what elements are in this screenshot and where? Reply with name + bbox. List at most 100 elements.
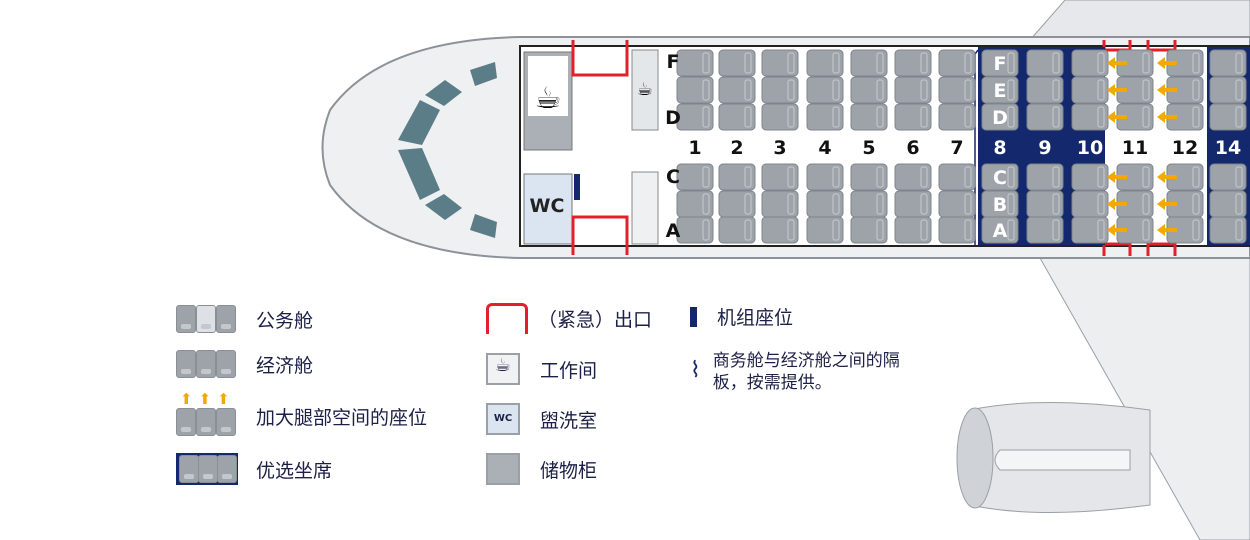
seat[interactable] — [676, 49, 714, 77]
seat[interactable] — [850, 49, 888, 77]
seat[interactable] — [1071, 49, 1109, 77]
row-number: 4 — [818, 137, 831, 159]
extra-legroom-arrow-icon — [1107, 84, 1127, 96]
seat[interactable] — [938, 76, 976, 104]
seat[interactable] — [850, 216, 888, 244]
seat[interactable] — [1026, 190, 1064, 218]
seat-armrest — [702, 193, 710, 215]
seat[interactable] — [1209, 163, 1247, 191]
seat[interactable] — [981, 76, 1019, 104]
seat-armrest — [1235, 219, 1243, 241]
seat[interactable] — [676, 190, 714, 218]
seat[interactable] — [761, 103, 799, 131]
seat[interactable] — [761, 216, 799, 244]
row-number: 8 — [993, 137, 1006, 159]
seat[interactable] — [761, 163, 799, 191]
seat[interactable] — [894, 103, 932, 131]
seat[interactable] — [761, 76, 799, 104]
seat[interactable] — [1071, 103, 1109, 131]
seat[interactable] — [1026, 76, 1064, 104]
seat-armrest — [744, 52, 752, 74]
seat[interactable] — [1026, 49, 1064, 77]
seat[interactable] — [850, 190, 888, 218]
seat[interactable] — [761, 49, 799, 77]
seat[interactable] — [981, 49, 1019, 77]
seat-armrest — [1007, 193, 1015, 215]
seat-armrest — [1097, 79, 1105, 101]
seat[interactable] — [981, 103, 1019, 131]
row-number: 1 — [688, 137, 701, 159]
seat-armrest — [1142, 106, 1150, 128]
seat[interactable] — [1026, 163, 1064, 191]
seat[interactable] — [718, 49, 756, 77]
seat[interactable] — [1209, 103, 1247, 131]
seat[interactable] — [806, 49, 844, 77]
seat-armrest — [1192, 79, 1200, 101]
seat[interactable] — [938, 190, 976, 218]
seat[interactable] — [676, 163, 714, 191]
seat-armrest — [1097, 193, 1105, 215]
seat[interactable] — [894, 163, 932, 191]
coffee-icon: ☕ — [535, 81, 562, 116]
seat[interactable] — [1071, 190, 1109, 218]
seat[interactable] — [718, 163, 756, 191]
seat-armrest — [1052, 193, 1060, 215]
seat-armrest — [787, 52, 795, 74]
seat[interactable] — [894, 76, 932, 104]
seat[interactable] — [1071, 216, 1109, 244]
seat[interactable] — [718, 190, 756, 218]
seat[interactable] — [676, 103, 714, 131]
seat[interactable] — [938, 103, 976, 131]
legend-crew: 机组座位 — [690, 303, 793, 330]
seat-armrest — [1007, 106, 1015, 128]
seat-armrest — [1235, 52, 1243, 74]
seat[interactable] — [718, 216, 756, 244]
seat[interactable] — [1209, 76, 1247, 104]
seat[interactable] — [806, 76, 844, 104]
seat[interactable] — [1026, 216, 1064, 244]
seat[interactable] — [676, 216, 714, 244]
seat-letter: C — [993, 167, 1007, 189]
seat[interactable] — [806, 163, 844, 191]
seat[interactable] — [1071, 76, 1109, 104]
seat[interactable] — [938, 49, 976, 77]
legend-preferred: 优选坐席 — [176, 453, 332, 485]
seat-armrest — [744, 193, 752, 215]
seat[interactable] — [806, 103, 844, 131]
seat[interactable] — [718, 103, 756, 131]
seat[interactable] — [938, 216, 976, 244]
seat-armrest — [920, 193, 928, 215]
legend-storage: 储物柜 — [486, 453, 597, 485]
seat[interactable] — [1026, 103, 1064, 131]
seat[interactable] — [676, 76, 714, 104]
seat[interactable] — [850, 76, 888, 104]
seat[interactable] — [806, 216, 844, 244]
seat-letter: A — [666, 220, 681, 242]
seat[interactable] — [761, 190, 799, 218]
seat-armrest — [1007, 219, 1015, 241]
seat-armrest — [1007, 166, 1015, 188]
seat-armrest — [964, 166, 972, 188]
seat-armrest — [787, 166, 795, 188]
seat[interactable] — [1209, 49, 1247, 77]
seat[interactable] — [981, 163, 1019, 191]
seat[interactable] — [718, 76, 756, 104]
seat[interactable] — [938, 163, 976, 191]
seat-armrest — [702, 106, 710, 128]
seat[interactable] — [981, 216, 1019, 244]
seat[interactable] — [894, 190, 932, 218]
seat[interactable] — [894, 216, 932, 244]
seat[interactable] — [1209, 216, 1247, 244]
seat-armrest — [744, 79, 752, 101]
seat-armrest — [1192, 219, 1200, 241]
seat-armrest — [832, 52, 840, 74]
seat-armrest — [920, 166, 928, 188]
seat[interactable] — [1209, 190, 1247, 218]
extra-legroom-icon: ⬆⬆⬆ — [176, 390, 238, 436]
seat[interactable] — [806, 190, 844, 218]
seat[interactable] — [850, 163, 888, 191]
seat[interactable] — [1071, 163, 1109, 191]
seat[interactable] — [850, 103, 888, 131]
seat[interactable] — [894, 49, 932, 77]
extra-legroom-arrow-icon — [1157, 111, 1177, 123]
